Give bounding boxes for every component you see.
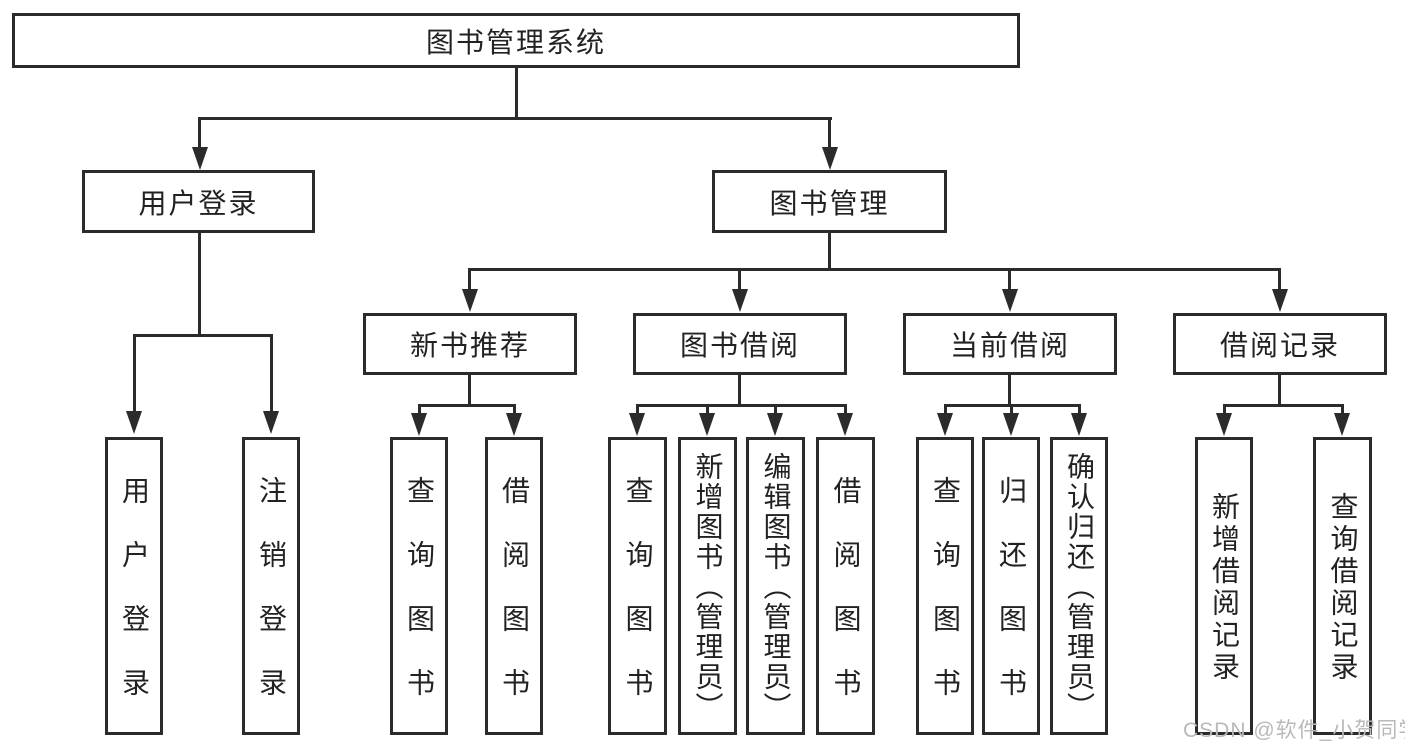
connector-trunk xyxy=(1008,375,1011,407)
connector-stem xyxy=(198,117,201,149)
arrow-down-icon xyxy=(767,413,783,436)
arrow-down-icon xyxy=(1216,413,1232,436)
connector-stem xyxy=(844,404,847,414)
connector-stem xyxy=(828,117,831,149)
node-book-management: 图书管理 xyxy=(712,170,947,233)
arrow-down-icon xyxy=(506,413,522,436)
leaf-label: 用户登录 xyxy=(119,476,150,732)
leaf-label: 归还图书 xyxy=(996,476,1027,732)
leaf-borrow-books: 借阅图书 xyxy=(816,437,875,735)
arrow-down-icon xyxy=(1002,289,1018,312)
leaf-label: 查询借阅记录 xyxy=(1327,492,1359,684)
csdn-watermark: CSDN @软件_小贺同学 xyxy=(1183,719,1405,742)
leaf-label: 借阅图书 xyxy=(499,476,530,732)
leaf-label: 查询图书 xyxy=(404,476,435,732)
connector-book-management-trunk xyxy=(828,233,831,271)
leaf-label: 新增图书（管理员） xyxy=(692,452,724,722)
node-label: 当前借阅 xyxy=(949,330,1070,361)
leaf-label: 确认归还（管理员） xyxy=(1064,452,1095,722)
arrow-down-icon xyxy=(126,411,142,434)
connector-stem xyxy=(133,334,136,412)
leaf-label: 编辑图书（管理员） xyxy=(760,452,792,722)
connector-stem xyxy=(1223,404,1226,414)
connector-stem xyxy=(774,404,777,414)
leaf-query-books-borrow: 查询图书 xyxy=(608,437,667,735)
arrow-down-icon xyxy=(837,413,853,436)
connector-stem xyxy=(706,404,709,414)
leaf-query-books-recommend: 查询图书 xyxy=(390,437,448,735)
arrow-down-icon xyxy=(699,413,715,436)
arrow-down-icon xyxy=(629,413,645,436)
arrow-down-icon xyxy=(1071,413,1087,436)
node-label: 新书推荐 xyxy=(409,330,530,361)
connector-trunk xyxy=(1278,375,1281,407)
arrow-down-icon xyxy=(1334,413,1350,436)
connector-user-login-rail xyxy=(133,334,273,337)
node-borrowing-records: 借阅记录 xyxy=(1173,313,1387,375)
connector-stem xyxy=(418,404,421,414)
arrow-down-icon xyxy=(732,289,748,312)
connector-rail xyxy=(1223,404,1344,407)
connector-stem xyxy=(1078,404,1081,414)
connector-stem xyxy=(468,268,471,292)
arrow-down-icon xyxy=(192,147,208,170)
connector-trunk xyxy=(468,375,471,407)
node-label: 图书管理 xyxy=(769,187,890,219)
leaf-add-books-admin: 新增图书（管理员） xyxy=(678,437,737,735)
leaf-edit-books-admin: 编辑图书（管理员） xyxy=(746,437,805,735)
leaf-add-borrow-record: 新增借阅记录 xyxy=(1195,437,1253,735)
connector-stem xyxy=(738,268,741,292)
arrow-down-icon xyxy=(411,413,427,436)
connector-root-trunk xyxy=(515,68,518,118)
connector-stem xyxy=(270,334,273,412)
connector-stem xyxy=(513,404,516,414)
leaf-label: 新增借阅记录 xyxy=(1209,492,1240,684)
node-label: 借阅记录 xyxy=(1219,330,1340,361)
arrow-down-icon xyxy=(1272,289,1288,312)
node-book-borrowing: 图书借阅 xyxy=(633,313,847,375)
node-label: 用户登录 xyxy=(138,187,259,219)
arrow-down-icon xyxy=(462,289,478,312)
connector-stem xyxy=(1341,404,1344,414)
leaf-label: 查询图书 xyxy=(930,476,961,732)
leaf-query-books-current: 查询图书 xyxy=(916,437,974,735)
connector-stem xyxy=(636,404,639,414)
connector-stem xyxy=(1278,268,1281,292)
arrow-down-icon xyxy=(1003,413,1019,436)
leaf-query-borrow-record: 查询借阅记录 xyxy=(1313,437,1372,735)
leaf-return-books: 归还图书 xyxy=(982,437,1040,735)
connector-rail xyxy=(636,404,847,407)
connector-trunk xyxy=(738,375,741,407)
connector-level2-rail xyxy=(198,117,832,120)
connector-stem xyxy=(1010,404,1013,414)
node-new-book-recommendation: 新书推荐 xyxy=(363,313,577,375)
leaf-label: 借阅图书 xyxy=(830,476,862,732)
connector-stem xyxy=(1008,268,1011,292)
node-user-login: 用户登录 xyxy=(82,170,315,233)
arrow-down-icon xyxy=(822,147,838,170)
leaf-label: 注销登录 xyxy=(256,476,287,732)
leaf-borrow-books-recommend: 借阅图书 xyxy=(485,437,543,735)
node-label: 图书管理系统 xyxy=(425,26,606,58)
leaf-logout: 注销登录 xyxy=(242,437,300,735)
node-library-management-system: 图书管理系统 xyxy=(12,13,1020,68)
arrow-down-icon xyxy=(263,411,279,434)
leaf-label: 查询图书 xyxy=(622,476,654,732)
leaf-user-login: 用户登录 xyxy=(105,437,163,735)
connector-level3-rail xyxy=(468,268,1281,271)
connector-rail xyxy=(418,404,516,407)
arrow-down-icon xyxy=(937,413,953,436)
connector-stem xyxy=(944,404,947,414)
node-label: 图书借阅 xyxy=(679,330,800,361)
leaf-confirm-return-admin: 确认归还（管理员） xyxy=(1050,437,1108,735)
node-current-borrowing: 当前借阅 xyxy=(903,313,1117,375)
connector-user-login-trunk xyxy=(198,233,201,337)
